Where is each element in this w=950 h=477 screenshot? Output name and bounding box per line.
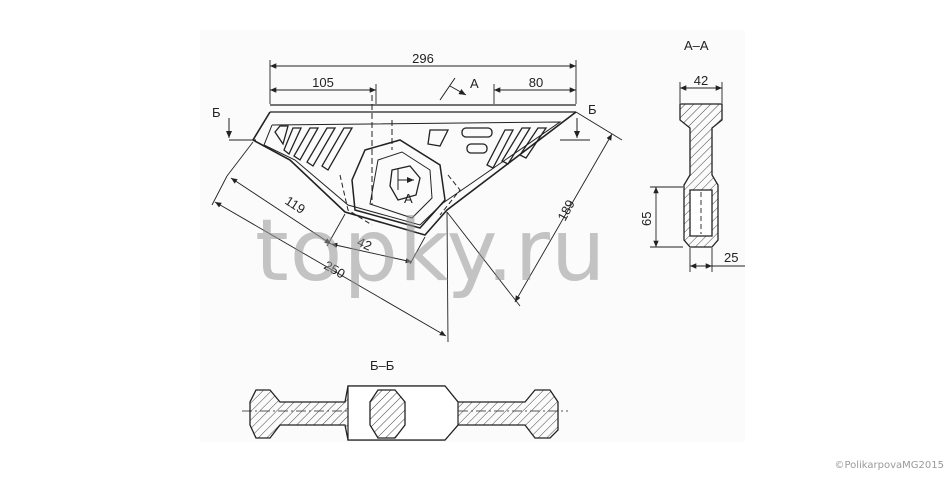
dim-label-aa-65: 65	[639, 212, 654, 226]
dim-label-aa-25: 25	[724, 250, 738, 265]
dim-label-296: 296	[412, 51, 434, 66]
dimension-aa-25	[689, 248, 745, 272]
dimension-296	[269, 60, 577, 104]
section-aa-profile	[679, 103, 723, 248]
dim-label-80: 80	[529, 75, 543, 90]
section-a-top-arrow	[439, 77, 467, 101]
section-mark-b-right: Б	[588, 102, 597, 117]
dimension-80	[493, 84, 576, 104]
dimension-aa-65	[650, 186, 683, 248]
section-a-bottom-arrow	[397, 168, 414, 190]
section-bb-profile	[242, 385, 568, 441]
dimension-250	[211, 175, 449, 343]
section-mark-a-top: А	[470, 76, 479, 91]
watermark-text: topky.ru	[255, 201, 607, 301]
section-b-left-arrow	[226, 118, 256, 141]
dim-label-aa-42: 42	[694, 73, 708, 88]
dimension-105	[270, 84, 377, 104]
section-mark-b-left: Б	[212, 105, 221, 120]
dimension-189	[446, 111, 623, 307]
copyright-credit: ©PolikarpovaMG2015	[834, 460, 944, 471]
section-bb-title: Б–Б	[370, 358, 394, 373]
dimension-aa-42	[679, 82, 723, 103]
section-mark-a-bottom: А	[404, 191, 413, 206]
dim-label-105: 105	[312, 75, 334, 90]
section-aa-title: А–А	[684, 38, 709, 53]
